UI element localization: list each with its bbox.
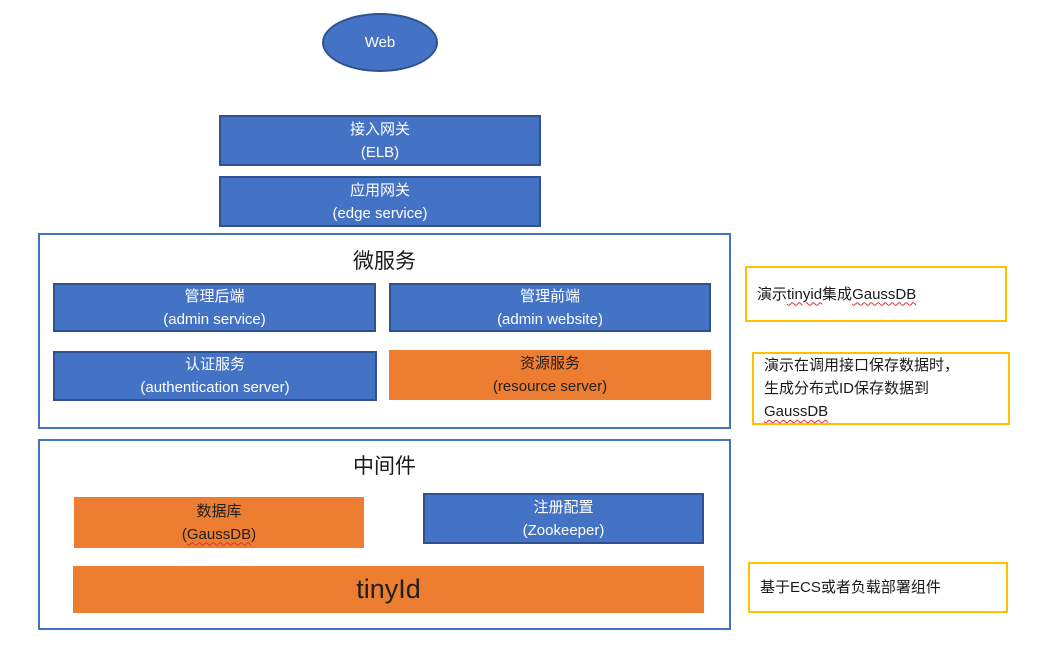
web-node-label: Web [364,34,396,51]
gateway-edge-title: 应用网关 [349,181,410,199]
admin-website-subtitle: (admin website) [497,310,603,328]
tinyid-label: tinyId [356,574,421,604]
authentication-server-subtitle: (authentication server) [140,379,290,396]
admin-service-box: 管理后端 (admin service) [53,283,376,332]
gateway-elb-box: 接入网关 (ELB) [219,115,541,166]
microservices-title: 微服务 [353,250,416,273]
authentication-server-box: 认证服务 (authentication server) [53,351,377,401]
resource-server-subtitle: (resource server) [492,378,608,395]
admin-service-title: 管理后端 [184,287,245,305]
gateway-edge-subtitle: (edge service) [332,204,428,222]
middleware-title: 中间件 [353,455,416,478]
admin-website-title: 管理前端 [519,287,580,305]
gaussdb-title: 数据库 [196,502,242,520]
annotation-tinyid-gaussdb: 演示tinyid集成GaussDB [745,266,1007,322]
admin-service-subtitle: (admin service) [163,310,266,328]
resource-server-title: 资源服务 [519,355,580,372]
gaussdb-subtitle: (GaussDB) [181,525,257,543]
gateway-elb-subtitle: (ELB) [360,143,400,161]
zookeeper-subtitle: (Zookeeper) [522,521,605,539]
gaussdb-box: 数据库 (GaussDB) [74,497,364,548]
microservices-container: 微服务 管理后端 (admin service) 管理前端 (admin web… [38,233,731,429]
tinyid-box: tinyId [73,566,704,613]
resource-server-box: 资源服务 (resource server) [389,350,711,400]
authentication-server-title: 认证服务 [184,356,245,373]
zookeeper-title: 注册配置 [533,498,594,516]
gateway-elb-title: 接入网关 [349,120,410,138]
gateway-edge-box: 应用网关 (edge service) [219,176,541,227]
annotation-tinyid-gaussdb-text: 演示tinyid集成GaussDB [757,285,917,303]
annotation-ecs-deploy: 基于ECS或者负载部署组件 [748,562,1008,613]
middleware-container: 中间件 数据库 (GaussDB) 注册配置 (Zookeeper) tinyI… [38,439,731,630]
zookeeper-box: 注册配置 (Zookeeper) [423,493,704,544]
admin-website-box: 管理前端 (admin website) [389,283,711,332]
annotation-ecs-deploy-text: 基于ECS或者负载部署组件 [760,579,941,596]
web-node: Web [322,13,438,72]
